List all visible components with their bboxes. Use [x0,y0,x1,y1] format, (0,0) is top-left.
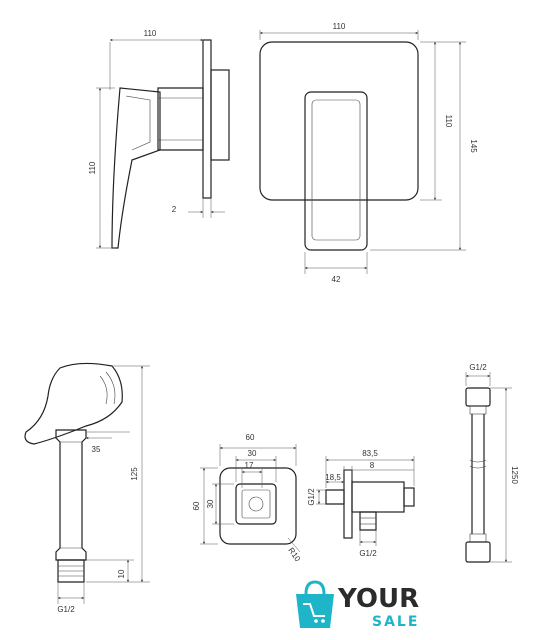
outlet-small-label: 8 [370,461,375,470]
wall-outlet-front-view: 60 30 17 60 30 R10 [192,433,302,564]
wall-plate [202,39,212,199]
outlet-side-connector [403,487,415,507]
outlet-depth-label: 83,5 [362,449,378,458]
shower-head [24,362,123,445]
outlet-side-body [351,481,405,513]
hand-shower-view: 35 125 10 G1/2 [24,362,150,614]
side-height-label: 110 [88,161,97,174]
cover-plate [259,41,419,201]
shower-inset-label: 35 [92,445,101,454]
front-plate-height-label: 110 [444,115,453,128]
hose-top-nut [465,387,491,407]
outlet-plate [219,467,297,545]
hose-thread-label: G1/2 [469,363,487,372]
outlet-outer-label: 60 [246,433,255,442]
front-lever [304,91,368,251]
side-width-label: 110 [144,29,157,38]
shower-thread-length-label: 10 [117,569,126,578]
wall-flange [210,69,230,161]
outlet-inner-label: 17 [245,461,254,470]
outlet-mid-label: 30 [248,449,257,458]
outlet-body [235,483,277,525]
outlet-side-nipple [325,489,345,505]
outlet-height-label: 60 [192,501,201,510]
mixer-body [157,87,204,151]
side-gap-label: 2 [172,205,177,214]
hose-length-label: 1250 [510,466,519,484]
logo-line1: YOUR [337,584,419,614]
logo-line2: SALE [372,614,419,630]
front-total-height-label: 145 [469,139,478,153]
hose-bottom-nut [465,541,491,563]
outlet-inner-height-label: 30 [206,499,215,508]
front-width-label: 110 [333,22,346,31]
outlet-side-plate [343,469,353,539]
front-handle-width-label: 42 [332,275,341,284]
wall-outlet-side-view: 83,5 8 18,5 G1/2 G1/2 [307,449,415,558]
outlet-side-thread-label: G1/2 [307,488,316,506]
shower-thread-label: G1/2 [57,605,75,614]
outlet-bottom-nipple [359,511,377,531]
outlet-bottom-thread-label: G1/2 [359,549,377,558]
hose-view: G1/2 1250 [465,363,519,563]
your-sale-logo: YOUR SALE [296,580,419,630]
mixer-lever [111,87,161,249]
shower-handle [55,429,87,561]
shower-length-label: 125 [130,467,139,481]
mixer-front-view: 110 110 145 42 [259,22,478,284]
mixer-side-view: 110 110 2 [88,29,230,249]
outlet-offset-label: 18,5 [325,473,341,482]
outlet-radius-label: R10 [286,546,302,564]
shopping-bag-icon [296,580,334,628]
